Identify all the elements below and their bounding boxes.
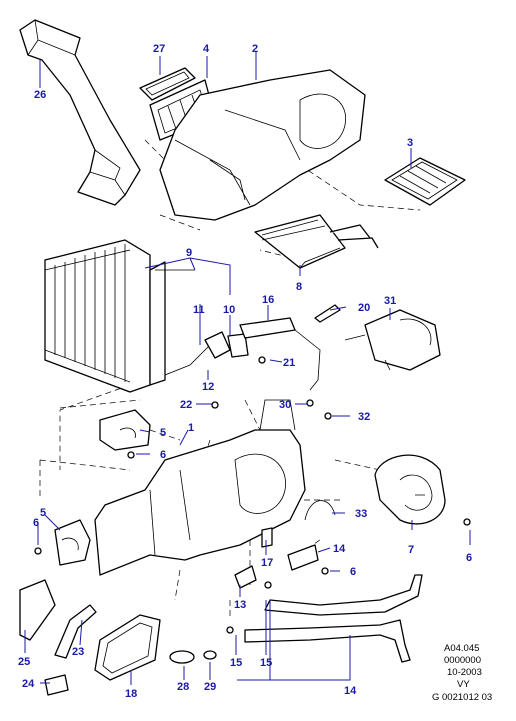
callout-4: 4	[203, 43, 210, 55]
reference-code: A04.045	[444, 643, 479, 654]
callout-21: 21	[283, 357, 295, 369]
part-29-plug	[203, 650, 217, 660]
callout-19: 17	[261, 557, 273, 569]
callout-15-left: 15	[230, 657, 242, 669]
part-23-drain-hose	[54, 604, 97, 659]
callout-16: 14	[333, 543, 346, 555]
callout-22: 22	[180, 399, 192, 411]
reference-block: A04.045 0000000 10-2003 VY G 0021012 03	[432, 643, 492, 703]
callout-25: 25	[18, 656, 30, 668]
screws	[34, 356, 471, 634]
part-18-gasket	[94, 614, 161, 681]
part-5-actuator-lower	[54, 519, 91, 566]
part-14-heater-hoses	[244, 574, 423, 663]
callout-17: 16	[262, 294, 274, 306]
callout-24: 24	[22, 678, 35, 690]
callout-numbers: 26 27 4 2 3 8 9 11 10 12 16 20 31 21 22 …	[18, 43, 472, 700]
callout-3: 3	[407, 137, 413, 149]
part-13-clip	[234, 565, 257, 589]
callout-15-right: 15	[260, 657, 272, 669]
callout-11: 11	[193, 304, 205, 316]
callout-10: 10	[223, 304, 235, 316]
callout-7: 7	[408, 544, 414, 556]
part-24-connector	[44, 674, 69, 696]
part-26-air-duct	[19, 19, 141, 206]
part-28-grommet	[169, 650, 195, 664]
callout-29: 29	[204, 681, 216, 693]
part-3-cabin-filter	[384, 157, 466, 206]
part-1-lower-housing	[94, 399, 306, 576]
callout-5-upper: 5	[160, 427, 166, 439]
part-17-pipe	[239, 317, 321, 391]
part-5-actuator-upper	[99, 409, 151, 451]
callout-2: 2	[252, 43, 258, 55]
callout-31: 32	[358, 411, 370, 423]
callout-5-lower: 5	[40, 507, 46, 519]
part-20-bolt	[314, 304, 341, 323]
reference-initials: VY	[457, 679, 470, 690]
part-10-11-expansion-pipes	[155, 269, 249, 376]
callout-6-left: 6	[33, 517, 39, 529]
reference-number: 0000000	[444, 655, 481, 666]
callout-23: 23	[72, 646, 84, 658]
part-8-heater-core	[254, 214, 379, 269]
callout-6-upper: 6	[160, 449, 166, 461]
part-27-seal	[139, 67, 196, 101]
callout-18: 18	[125, 688, 137, 700]
callout-14: 14	[344, 685, 357, 697]
reference-drawing-id: G 0021012 03	[432, 692, 492, 703]
callout-32: 31	[384, 295, 396, 307]
callout-6-right: 6	[466, 552, 472, 564]
reference-date: 10-2003	[447, 667, 482, 678]
leader-lines	[24, 52, 471, 685]
callout-8: 8	[296, 281, 302, 293]
assembly-lines	[39, 139, 421, 620]
callout-27: 27	[153, 43, 165, 55]
part-16-bracket	[287, 544, 319, 571]
part-33-clip	[304, 500, 336, 521]
callout-26: 26	[34, 89, 46, 101]
callout-28: 28	[177, 681, 189, 693]
callout-13: 13	[234, 599, 246, 611]
part-2-upper-housing	[159, 69, 366, 221]
callout-12: 12	[202, 381, 214, 393]
part-9-evaporator	[44, 239, 166, 393]
part-32-resistor	[344, 309, 441, 371]
callout-9: 9	[186, 247, 192, 259]
part-19-clip	[261, 527, 273, 548]
callout-6-mid: 6	[350, 566, 356, 578]
part-7-blower-motor	[374, 454, 446, 525]
callout-20: 20	[358, 302, 370, 314]
callout-30: 30	[279, 399, 291, 411]
callout-33: 33	[355, 508, 367, 520]
callout-1: 1	[188, 422, 194, 434]
part-25-bracket	[19, 579, 56, 641]
